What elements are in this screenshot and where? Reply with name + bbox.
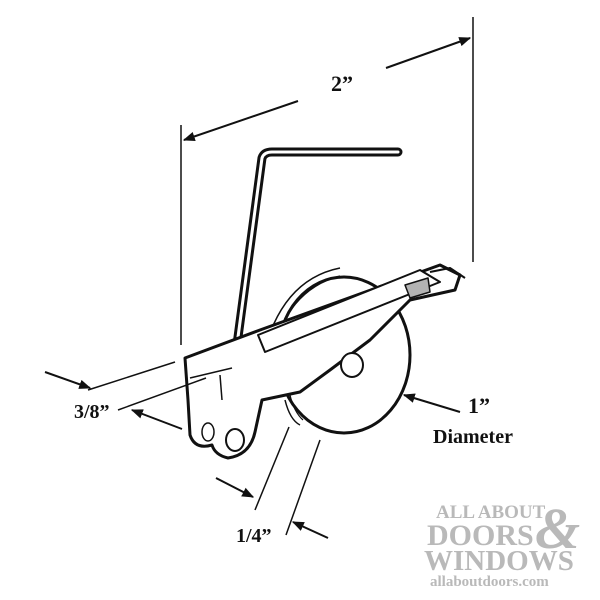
dimension-1-4in — [215, 426, 329, 539]
watermark-logo: ALL ABOUT DOORS & WINDOWS allaboutdoors.… — [424, 496, 580, 590]
logo-url: allaboutdoors.com — [430, 574, 549, 590]
label-diameter: Diameter — [433, 426, 513, 448]
wire-handle — [231, 147, 403, 357]
logo-line2: DOORS — [427, 519, 534, 552]
bracket-housing — [183, 263, 466, 460]
logo-line3: WINDOWS — [424, 545, 574, 577]
label-2in: 2” — [331, 71, 353, 96]
dimension-3-8in — [44, 361, 207, 430]
label-1-4in: 1/4” — [236, 525, 272, 547]
logo-line1: ALL ABOUT — [436, 502, 546, 523]
label-1in: 1” — [468, 393, 490, 418]
dimension-1in-arrow — [402, 393, 461, 413]
dimension-2in — [180, 17, 474, 345]
label-3-8in: 3/8” — [74, 401, 110, 423]
logo-ampersand: & — [535, 496, 580, 561]
